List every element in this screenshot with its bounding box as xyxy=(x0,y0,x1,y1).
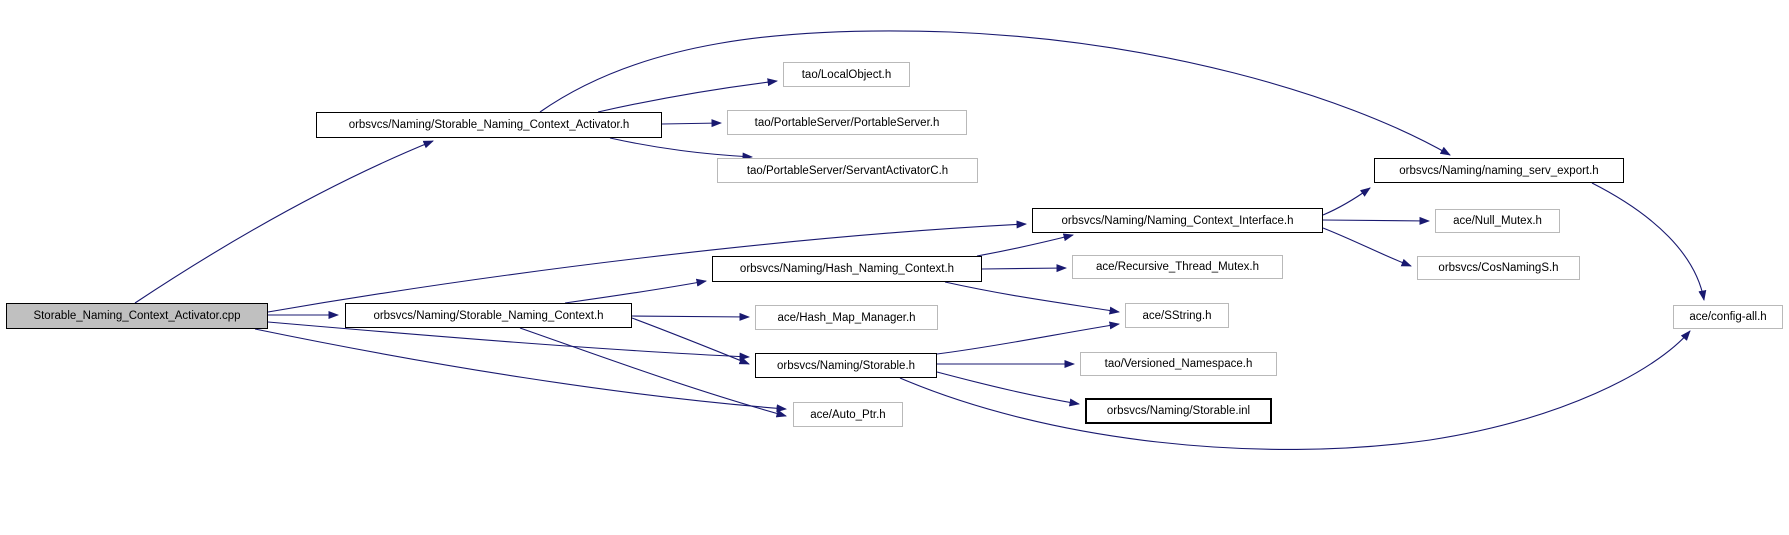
node-storable_inl[interactable]: orbsvcs/Naming/Storable.inl xyxy=(1085,398,1272,424)
edge-nci-to-cosnamings xyxy=(1322,227,1412,267)
node-export[interactable]: orbsvcs/Naming/naming_serv_export.h xyxy=(1374,158,1624,183)
node-hash[interactable]: orbsvcs/Naming/Hash_Naming_Context.h xyxy=(712,256,982,282)
edge-hash-to-recursive xyxy=(981,264,1067,273)
node-localobject[interactable]: tao/LocalObject.h xyxy=(783,62,910,87)
node-sstring[interactable]: ace/SString.h xyxy=(1125,303,1229,328)
edge-cpp-to-autoptr xyxy=(254,328,787,413)
edge-storable_h-to-configall xyxy=(899,330,1691,450)
edge-hash-to-sstring xyxy=(944,281,1120,315)
node-storable_h[interactable]: orbsvcs/Naming/Storable.h xyxy=(755,353,937,378)
node-versioned[interactable]: tao/Versioned_Namespace.h xyxy=(1080,352,1277,376)
node-hashmap[interactable]: ace/Hash_Map_Manager.h xyxy=(755,305,938,330)
node-cpp[interactable]: Storable_Naming_Context_Activator.cpp xyxy=(6,303,268,329)
node-nullmutex[interactable]: ace/Null_Mutex.h xyxy=(1435,209,1560,233)
node-autoptr[interactable]: ace/Auto_Ptr.h xyxy=(793,402,903,427)
node-snc[interactable]: orbsvcs/Naming/Storable_Naming_Context.h xyxy=(345,303,632,328)
edge-activator_h-to-export xyxy=(539,30,1451,156)
edge-snc-to-hashmap xyxy=(631,312,750,321)
edge-cpp-to-activator_h xyxy=(134,140,434,304)
edge-activator_h-to-localobject xyxy=(597,78,778,113)
edge-cpp-to-storable_h xyxy=(267,321,750,361)
edge-export-to-configall xyxy=(1591,182,1707,301)
node-nci[interactable]: orbsvcs/Naming/Naming_Context_Interface.… xyxy=(1032,208,1323,233)
edge-activator_h-to-portableserver xyxy=(661,119,722,128)
node-portableserver[interactable]: tao/PortableServer/PortableServer.h xyxy=(727,110,967,135)
edge-activator_h-to-servantactivator xyxy=(609,137,753,161)
node-cosnamings[interactable]: orbsvcs/CosNamingS.h xyxy=(1417,256,1580,280)
node-servantactivator[interactable]: tao/PortableServer/ServantActivatorC.h xyxy=(717,158,978,183)
node-activator_h[interactable]: orbsvcs/Naming/Storable_Naming_Context_A… xyxy=(316,112,662,138)
edge-storable_h-to-storable_inl xyxy=(936,371,1080,407)
edge-snc-to-autoptr xyxy=(519,327,787,418)
edge-cpp-to-nci xyxy=(267,220,1027,313)
edge-snc-to-storable_h xyxy=(631,317,750,365)
edge-hash-to-nci xyxy=(976,233,1074,257)
node-recursive[interactable]: ace/Recursive_Thread_Mutex.h xyxy=(1072,255,1283,279)
node-configall[interactable]: ace/config-all.h xyxy=(1673,305,1783,329)
edge-nci-to-export xyxy=(1322,187,1371,216)
edge-storable_h-to-sstring xyxy=(936,321,1120,355)
edge-snc-to-hash xyxy=(564,278,707,304)
edge-nci-to-nullmutex xyxy=(1322,216,1430,225)
